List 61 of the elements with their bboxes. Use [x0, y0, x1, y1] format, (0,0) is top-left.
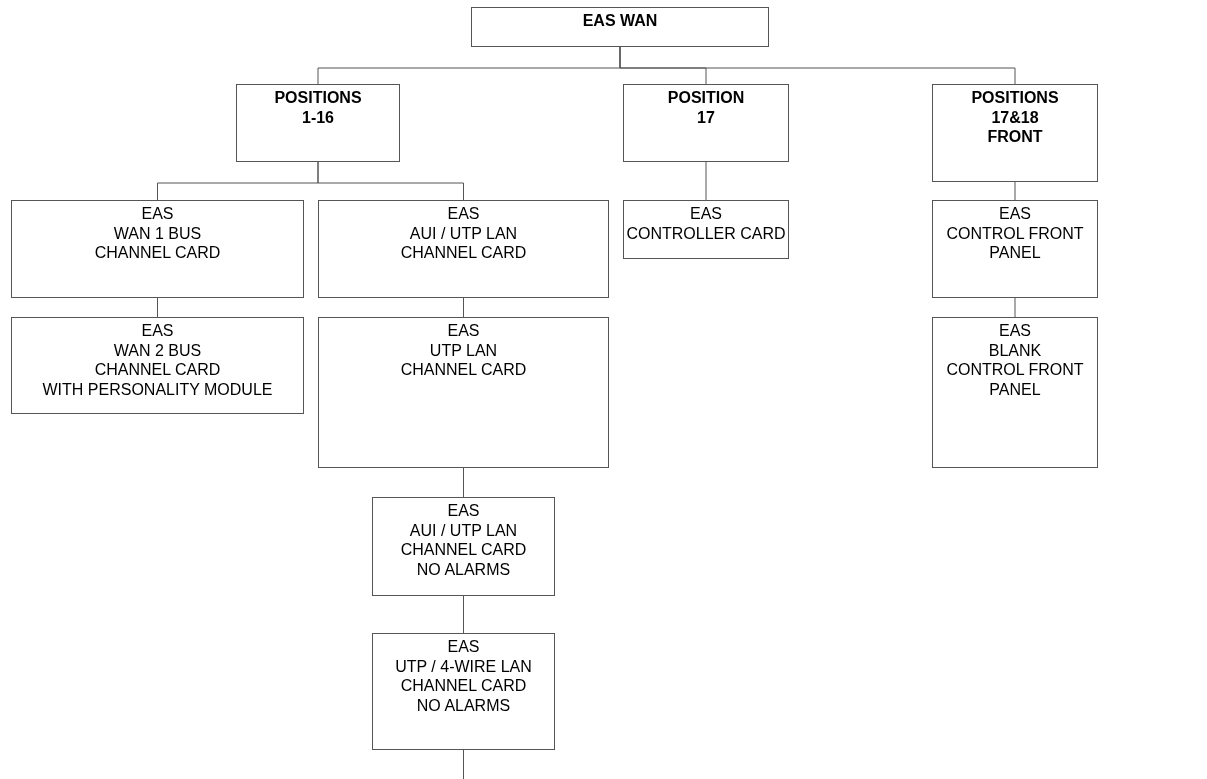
card-label: EAS	[447, 501, 480, 521]
connector-line	[619, 46, 1016, 85]
card-label: EAS WAN	[582, 11, 658, 31]
card-label: EAS	[690, 204, 722, 224]
card-label: NO ALARMS	[416, 559, 511, 579]
card-label: 17	[697, 107, 715, 127]
card-label: BLANK	[988, 340, 1042, 360]
card-label: EAS	[447, 204, 480, 224]
card-label: PANEL	[989, 379, 1041, 399]
card-label: EAS	[141, 204, 174, 224]
card-label: CHANNEL CARD	[94, 243, 221, 263]
card-box	[11, 200, 304, 298]
connector-line	[463, 467, 464, 498]
card-label: CHANNEL CARD	[400, 360, 527, 380]
connector-line	[157, 297, 158, 318]
card-label: POSITIONS	[971, 88, 1059, 108]
card-label: EAS	[447, 637, 480, 657]
card-label: EAS	[999, 321, 1031, 341]
connector-line	[463, 595, 464, 634]
card-label: CHANNEL CARD	[400, 676, 527, 696]
card-label: CHANNEL CARD	[400, 540, 527, 560]
card-label: PANEL	[989, 243, 1041, 263]
card-label: CHANNEL CARD	[400, 243, 527, 263]
card-label: AUI / UTP LAN	[409, 223, 518, 243]
card-label: CONTROL FRONT	[946, 223, 1084, 243]
card-label: 1-16	[302, 107, 334, 127]
connector-line	[317, 161, 464, 201]
card-label: WITH PERSONALITY MODULE	[42, 379, 273, 399]
card-label: WAN 1 BUS	[113, 223, 202, 243]
card-label: FRONT	[987, 127, 1043, 147]
connector-line	[705, 161, 707, 201]
connector-line	[463, 297, 464, 318]
connector-line	[463, 749, 464, 779]
card-box	[318, 317, 609, 468]
card-label: CHANNEL CARD	[94, 360, 221, 380]
card-box	[623, 200, 789, 259]
card-label: WAN 2 BUS	[113, 340, 202, 360]
connector-line	[1014, 297, 1016, 318]
card-label: EAS	[999, 204, 1031, 224]
card-box	[932, 84, 1098, 182]
connector-line	[1014, 181, 1016, 201]
card-label: UTP / 4-WIRE LAN	[395, 656, 532, 676]
card-box	[236, 84, 400, 162]
card-label: EAS	[447, 321, 480, 341]
card-box	[932, 317, 1098, 468]
card-box	[471, 7, 769, 47]
card-box	[11, 317, 304, 414]
card-box	[372, 633, 555, 750]
card-box	[932, 200, 1098, 298]
card-label: EAS	[141, 321, 174, 341]
card-label: CONTROLLER CARD	[626, 223, 786, 243]
card-label: POSITION	[667, 88, 745, 108]
card-box	[372, 497, 555, 596]
card-label: AUI / UTP LAN	[409, 520, 518, 540]
card-box	[623, 84, 789, 162]
card-label: UTP LAN	[429, 340, 498, 360]
card-label: POSITIONS	[274, 88, 362, 108]
card-label: 17&18	[991, 107, 1039, 127]
card-label: CONTROL FRONT	[946, 360, 1084, 380]
card-label: NO ALARMS	[416, 695, 511, 715]
card-box	[318, 200, 609, 298]
